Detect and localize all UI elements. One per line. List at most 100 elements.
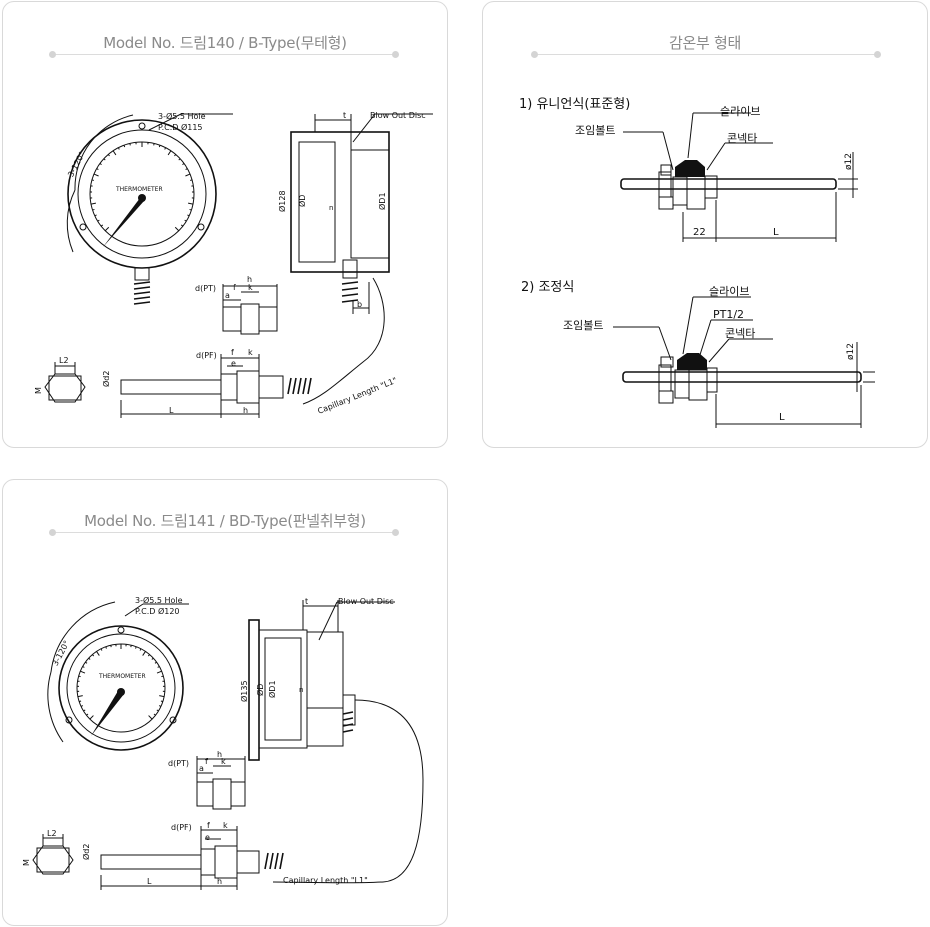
dial-tick xyxy=(86,713,89,716)
gauge-side-view xyxy=(248,600,424,884)
dial-tick xyxy=(80,670,86,674)
dim-22: 22 xyxy=(693,227,706,238)
dial-tick xyxy=(100,224,104,227)
gauge-needle xyxy=(103,198,144,247)
dial-tick xyxy=(160,700,164,703)
dial-tick xyxy=(189,179,193,181)
m-dim: M xyxy=(34,387,43,394)
dial-tick xyxy=(187,214,190,217)
title-underline xyxy=(55,532,395,533)
dial-tick xyxy=(185,168,188,171)
l2-dim: L2 xyxy=(47,829,57,838)
h2-dim: h xyxy=(243,406,248,415)
d135-label: Ø135 xyxy=(239,680,249,702)
dial-tick xyxy=(88,657,91,660)
pcd-label: P.C.D Ø115 xyxy=(158,122,203,132)
t-dim: t xyxy=(305,597,308,606)
panel-title: Model No. 드림140 / B-Type(무테형) xyxy=(103,34,347,52)
blow-out-label: Blow Out Disc xyxy=(338,597,394,606)
pt-fitting xyxy=(196,756,246,810)
panel-sensor-types: 감온부 형태 1) 유니언식(표준형) xyxy=(482,1,928,448)
dial-tick xyxy=(123,145,126,148)
od2-label: Ød2 xyxy=(81,844,91,860)
f2-dim: f xyxy=(207,821,210,830)
title-dot-right xyxy=(392,529,399,536)
dial-tick xyxy=(89,715,94,720)
d-pf-label: d(PF) xyxy=(196,351,217,360)
pf-fitting-stem xyxy=(120,354,312,418)
capillary-label: Capillary Length "L1" xyxy=(283,876,368,885)
L-dim: L xyxy=(169,406,174,415)
a1-dim: a xyxy=(199,764,204,773)
panel-title: 감온부 형태 xyxy=(669,34,741,52)
dial-tick xyxy=(104,226,110,232)
title-dot-left xyxy=(531,51,538,58)
dial-tick xyxy=(164,147,167,150)
dial-tick xyxy=(83,709,86,712)
dial-tick xyxy=(117,147,120,150)
gauge-ticks xyxy=(77,644,165,720)
gauge-hub xyxy=(117,688,125,696)
k1-dim: k xyxy=(248,283,253,292)
diameter-label-1: ø12 xyxy=(844,153,854,170)
dial-tick xyxy=(178,158,181,161)
k2-dim: k xyxy=(248,348,253,357)
f1-dim: f xyxy=(233,283,236,292)
h1-dim: h xyxy=(217,750,222,759)
union-type-drawing xyxy=(620,112,858,242)
dial-tick xyxy=(151,657,154,660)
dial-tick xyxy=(100,648,103,651)
dial-tick xyxy=(156,670,162,674)
dial-tick xyxy=(139,648,142,651)
dial-tick xyxy=(184,219,187,222)
L-dim-2: L xyxy=(779,412,785,423)
gauge-ticks xyxy=(90,142,194,232)
dial-tick xyxy=(148,715,153,720)
dial-tick xyxy=(135,646,137,649)
dial-tick xyxy=(174,154,177,157)
dial-tick xyxy=(112,150,117,156)
dial-tick xyxy=(96,168,99,171)
gauge-front-view xyxy=(47,601,189,751)
h2-dim: h xyxy=(217,877,222,886)
n-label: n xyxy=(299,686,303,694)
a1-dim: a xyxy=(225,291,230,300)
dial-tick xyxy=(90,202,97,205)
dial-tick xyxy=(154,661,157,664)
dial-tick xyxy=(153,713,156,716)
f1-dim: f xyxy=(205,757,208,766)
dial-tick xyxy=(77,695,83,698)
gauge-side-view xyxy=(290,113,433,405)
adjustable-type-drawing xyxy=(613,296,875,428)
panel-b-type: Model No. 드림140 / B-Type(무테형) 3-Ø5.5 Hol… xyxy=(2,1,448,448)
bolt-label-1: 조임볼트 xyxy=(575,124,615,137)
dial-tick xyxy=(92,654,95,657)
d128-label: Ø128 xyxy=(277,190,287,212)
title-dot-left xyxy=(49,529,56,536)
d0-label: ØD xyxy=(255,684,265,696)
hex-nut-view xyxy=(32,834,74,875)
d-pf-label: d(PF) xyxy=(171,823,192,832)
panel-bd-type: Model No. 드림141 / BD-Type(판넬취부형) 3-Ø5.5 … xyxy=(2,479,448,926)
title-dot-right xyxy=(392,51,399,58)
pt-label: PT1/2 xyxy=(713,308,744,321)
dial-tick xyxy=(85,661,88,664)
hole-label: 3-Ø5.5 Hole xyxy=(135,595,183,605)
bolt-label-2: 조임볼트 xyxy=(563,319,603,332)
hole-label: 3-Ø5.5 Hole xyxy=(158,111,206,121)
dial-tick xyxy=(161,675,164,678)
dial-tick xyxy=(91,179,95,181)
dial-tick xyxy=(80,705,84,707)
e2-dim: e xyxy=(231,359,236,368)
diameter-label-2: ø12 xyxy=(846,343,856,360)
thermometer-label: THERMOMETER xyxy=(98,673,146,680)
dial-tick xyxy=(185,173,191,177)
connector-label-2: 콘넥타 xyxy=(725,327,755,340)
dial-tick xyxy=(93,173,99,177)
d1-label: ØD1 xyxy=(377,192,387,210)
dial-tick xyxy=(94,214,97,217)
dial-tick xyxy=(96,651,100,656)
b-type-drawing: 3-Ø5.5 Hole P.C.D Ø115 3-120° THERMOMETE… xyxy=(34,111,433,418)
gauge-hub xyxy=(138,194,146,202)
d-pt-label: d(PT) xyxy=(168,759,189,768)
